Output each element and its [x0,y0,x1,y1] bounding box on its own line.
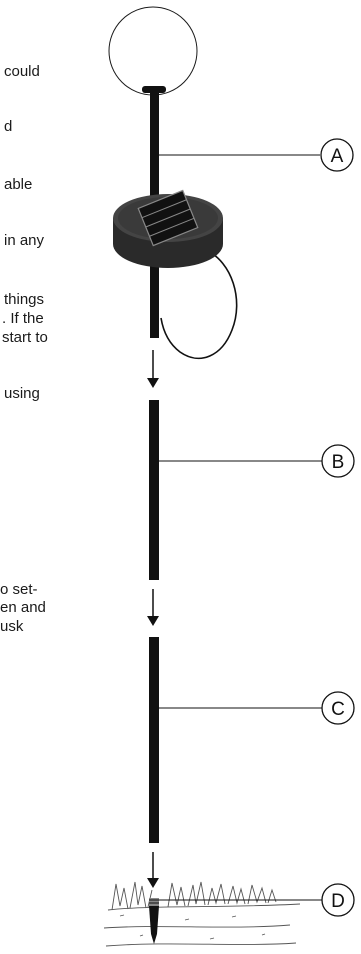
callout-c: C [321,691,355,725]
text-fragment-5: things [4,291,45,308]
text-fragment-8: using [4,385,40,402]
callout-d-label: D [331,891,345,912]
text-fragment-10: en and [0,599,46,616]
solar-cable [160,249,238,360]
callout-b-label: B [332,452,345,473]
ground-spike [149,898,159,944]
globe-cap [142,86,166,93]
callout-d: D [321,883,355,917]
text-fragment-7: start to [2,329,48,346]
grass [111,881,277,911]
callout-a-label: A [331,146,344,167]
pole-a-lower [150,262,159,338]
pole-a-upper [150,92,159,210]
pole-c [149,637,159,843]
text-fragment-9: o set- [0,581,38,598]
text-fragment-11: usk [0,618,24,635]
arrow-down-icon [147,852,159,888]
solar-panel [113,189,223,268]
ground-soil [103,903,301,947]
arrow-down-icon [147,350,159,388]
text-fragment-2: d [4,118,13,135]
callout-c-label: C [331,699,345,720]
globe-lamp [108,6,198,96]
text-fragment-6: . If the [2,310,44,327]
text-fragment-3: able [4,176,33,193]
callout-b: B [321,444,355,478]
callout-a: A [320,138,354,172]
pole-b [149,400,159,580]
arrow-down-icon [147,589,159,626]
text-fragment-1: could [4,63,40,80]
text-fragment-4: in any [4,232,45,249]
